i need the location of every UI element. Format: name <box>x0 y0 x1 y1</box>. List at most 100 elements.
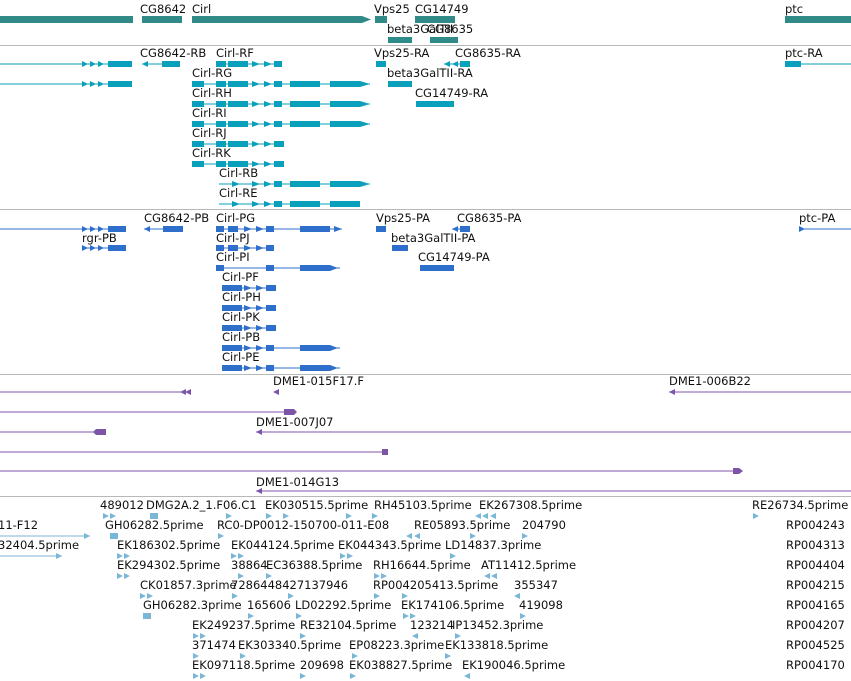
transcript-label: Cirl-RF <box>216 46 254 60</box>
transcript-feature[interactable] <box>192 161 284 167</box>
transcript-feature[interactable] <box>192 141 284 147</box>
est-label: 11-F12 <box>0 518 38 532</box>
gene-feature[interactable] <box>192 16 362 23</box>
protein-feature[interactable] <box>0 226 126 232</box>
gene-feature[interactable] <box>375 16 387 23</box>
gene-feature-arrow <box>362 16 371 23</box>
est-feature-row[interactable] <box>193 633 461 639</box>
transcript-feature[interactable] <box>219 181 370 187</box>
protein-label: beta3GalTII-PA <box>391 231 476 245</box>
protein-feature[interactable] <box>452 226 470 232</box>
est-label: EK249237.5prime <box>192 618 295 632</box>
est-label: RE05893.5prime <box>414 518 510 532</box>
transcript-label: Cirl-RJ <box>192 126 227 140</box>
gene-label: Cirl <box>192 2 211 16</box>
est-label: RP004165 <box>786 598 845 612</box>
transcript-feature[interactable] <box>142 61 180 67</box>
cdna-label: DME1-006B22 <box>669 374 751 388</box>
protein-label: ptc-PA <box>799 211 835 225</box>
protein-feature[interactable] <box>82 245 126 251</box>
transcript-feature[interactable] <box>219 201 360 207</box>
est-label: 32404.5prime <box>0 538 79 552</box>
transcript-label: Cirl-RE <box>219 186 258 200</box>
est-label: EK294302.5prime <box>117 558 220 572</box>
protein-feature[interactable] <box>144 226 183 232</box>
protein-feature[interactable] <box>222 345 340 351</box>
est-label: LD02292.5prime <box>295 598 391 612</box>
est-label: EK190046.5prime <box>462 658 565 672</box>
transcript-feature[interactable] <box>216 61 282 67</box>
transcript-feature[interactable] <box>192 101 370 107</box>
est-label: EK186302.5prime <box>117 538 220 552</box>
est-label: EK030515.5prime <box>265 498 368 512</box>
gene-feature[interactable] <box>142 16 182 23</box>
cdna-feature[interactable] <box>0 468 743 474</box>
gene-label: CG8642 <box>140 2 186 16</box>
cdna-feature[interactable] <box>0 449 388 455</box>
transcript-label: Cirl-RK <box>192 146 231 160</box>
protein-feature[interactable] <box>392 245 408 251</box>
cdna-feature[interactable] <box>256 429 851 435</box>
est-label: EK044124.5prime <box>231 538 334 552</box>
cdna-feature[interactable] <box>273 389 279 395</box>
cdna-track: DME1-015F17.F DME1-006B22 DME1-007J07 DM… <box>0 374 851 494</box>
protein-feature[interactable] <box>420 265 454 271</box>
est-label: EK303340.5prime <box>238 638 341 652</box>
gene-feature[interactable] <box>415 16 455 23</box>
est-label: RC0-DP0012-150700-011-E08 <box>217 518 389 532</box>
protein-label: CG8642-PB <box>144 211 209 225</box>
est-label: AT11412.5prime <box>481 558 576 572</box>
est-feature-row[interactable] <box>140 593 520 599</box>
est-label: EK133818.5prime <box>445 638 548 652</box>
protein-feature[interactable] <box>376 226 386 232</box>
protein-label: Cirl-PG <box>216 211 255 225</box>
transcript-feature[interactable] <box>192 121 370 127</box>
transcript-label: ptc-RA <box>785 46 823 60</box>
est-label: EP08223.3prime <box>349 638 444 652</box>
gene-feature[interactable] <box>785 16 851 23</box>
gene-label: ptc <box>785 2 803 16</box>
gene-label: CG14749 <box>415 2 469 16</box>
protein-feature[interactable] <box>222 285 276 291</box>
gene-feature[interactable] <box>0 16 133 23</box>
transcript-feature[interactable] <box>0 61 132 67</box>
protein-label: CG14749-PA <box>418 250 490 264</box>
transcript-feature[interactable] <box>192 81 370 87</box>
cdna-feature[interactable] <box>0 409 297 415</box>
est-feature-row[interactable] <box>0 533 528 539</box>
protein-feature[interactable] <box>222 325 276 331</box>
transcript-feature[interactable] <box>444 61 470 67</box>
cdna-feature[interactable] <box>0 429 106 435</box>
est-feature-row[interactable] <box>193 673 470 679</box>
cdna-feature[interactable] <box>256 488 851 494</box>
transcript-feature[interactable] <box>416 101 454 107</box>
transcript-feature[interactable] <box>785 61 851 67</box>
transcript-label: Vps25-RA <box>374 46 429 60</box>
gene-feature[interactable] <box>430 37 458 43</box>
est-label: RP004525 <box>786 638 845 652</box>
protein-feature[interactable] <box>216 245 274 251</box>
est-label: EK267308.5prime <box>479 498 582 512</box>
est-feature-row[interactable] <box>143 613 526 619</box>
transcript-feature[interactable] <box>0 81 132 87</box>
est-label: GH06282.5prime <box>105 518 204 532</box>
est-feature-row[interactable] <box>117 573 497 579</box>
transcript-feature[interactable] <box>388 81 412 87</box>
gene-label: beta3GalTII <box>387 22 453 36</box>
transcript-feature[interactable] <box>376 61 386 67</box>
cdna-feature[interactable] <box>0 389 191 395</box>
gene-feature[interactable] <box>388 37 412 43</box>
protein-feature[interactable] <box>222 305 276 311</box>
est-label: RH45103.5prime <box>374 498 472 512</box>
protein-feature[interactable] <box>216 226 342 232</box>
cdna-feature[interactable] <box>669 389 851 395</box>
est-feature-row[interactable] <box>0 553 456 559</box>
protein-feature[interactable] <box>222 365 340 371</box>
protein-feature[interactable] <box>799 226 851 232</box>
gene-label: CG8635 <box>427 22 473 36</box>
est-label: GH06282.3prime <box>143 598 242 612</box>
protein-feature[interactable] <box>216 265 340 271</box>
est-feature-row[interactable] <box>103 513 759 519</box>
est-feature-row[interactable] <box>193 653 451 659</box>
